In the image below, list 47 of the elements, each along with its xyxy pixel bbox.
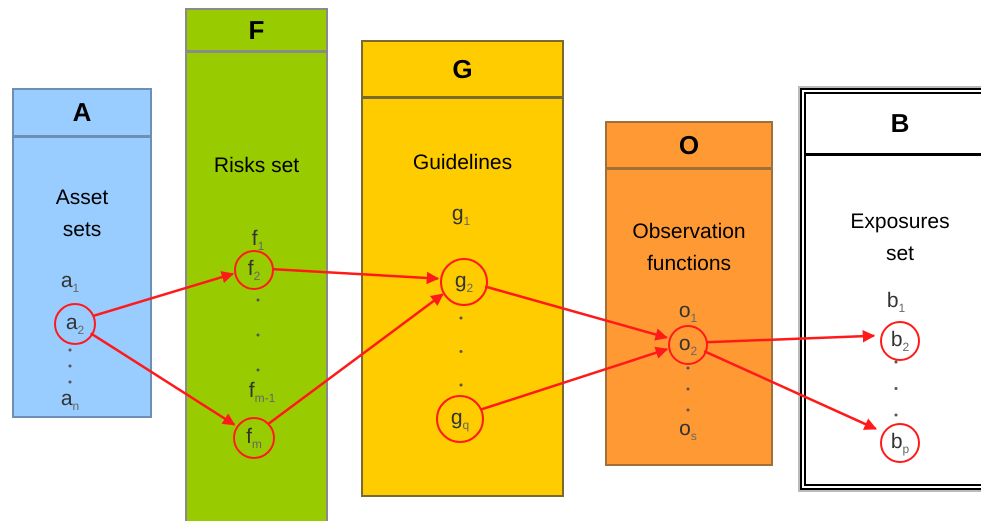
column-header: A: [72, 97, 92, 128]
arrow: [90, 332, 236, 426]
highlight-circle: [54, 303, 96, 345]
set-element: f$_{m-1}$: [248, 378, 276, 406]
set-element: g$_{q}$: [450, 406, 470, 432]
set-column: [605, 121, 773, 466]
highlight-circle: [234, 250, 274, 290]
set-column: [12, 88, 152, 418]
highlight-circle: [436, 395, 484, 443]
arrow: [92, 271, 234, 318]
column-header: F: [248, 14, 264, 46]
column-header: G: [452, 54, 473, 84]
arrow: [484, 285, 668, 341]
arrow: [480, 346, 668, 411]
column-title: Risks set: [212, 153, 300, 179]
set-element: b$_{1}$: [886, 288, 906, 316]
set-element: f$_{1}$: [252, 226, 264, 254]
highlight-circle: [668, 325, 708, 365]
highlight-circle: [440, 258, 488, 306]
arrow: [268, 293, 444, 424]
arrow: [704, 350, 877, 430]
set-element: o$_{1}$: [678, 298, 698, 326]
set-element: g$_{2}$: [454, 268, 474, 296]
set-element: o$_{s}$: [679, 416, 697, 444]
arrow: [272, 268, 440, 284]
column-title: Observation functions: [631, 219, 747, 277]
column-header: B: [890, 108, 910, 139]
highlight-circle: [233, 417, 275, 459]
set-element: o$_{2}$: [678, 332, 698, 358]
column-title: Asset sets: [54, 185, 110, 243]
set-element: f$_{m}$: [246, 424, 262, 452]
set-element: a$_{n}$: [60, 386, 80, 414]
set-element: g$_{1}$: [452, 202, 470, 228]
set-column: [361, 40, 564, 497]
set-element: b$_{2}$: [890, 328, 910, 354]
set-element: a$_{2}$: [66, 310, 84, 338]
arrow: [706, 330, 876, 344]
highlight-circle: [880, 423, 920, 463]
set-column: [800, 88, 981, 490]
set-element: a$_{1}$: [60, 268, 80, 296]
set-element: b$_{p}$: [890, 430, 910, 456]
highlight-circle: [880, 321, 920, 361]
column-header: O: [678, 130, 700, 160]
column-title: Guidelines: [412, 150, 514, 176]
set-element: f$_{2}$: [248, 256, 260, 284]
set-column: [185, 8, 328, 521]
column-title: Exposures set: [849, 209, 951, 267]
